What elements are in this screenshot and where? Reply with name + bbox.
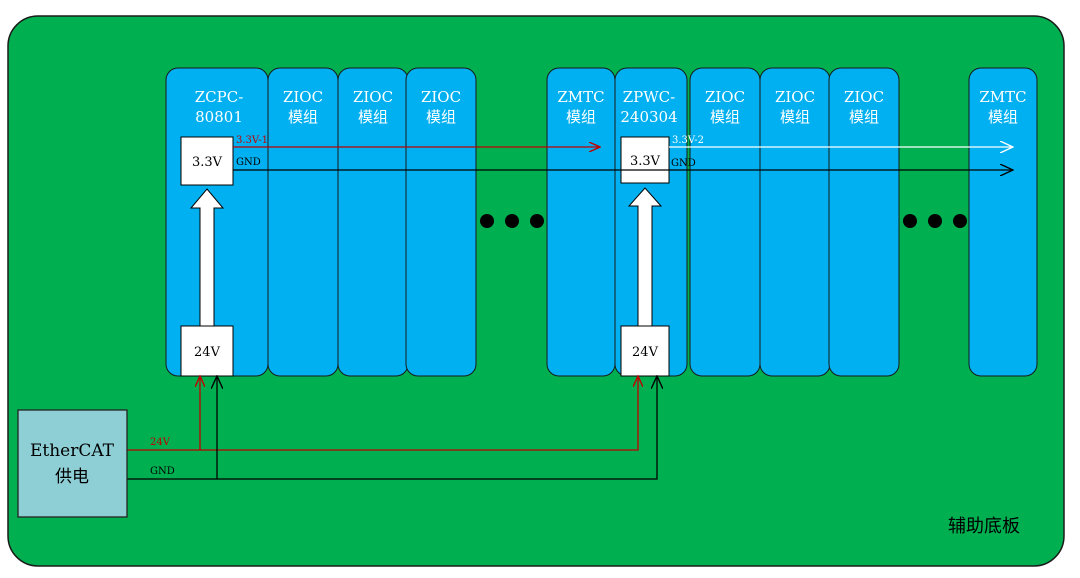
module-3-label-line-1: ZIOC <box>353 88 393 106</box>
module-1-label-line-1: ZCPC- <box>195 88 244 106</box>
supply-gnd-label: GND <box>150 466 175 477</box>
module-3-label-line-2: 模组 <box>358 108 388 126</box>
ellipsis-dots-right <box>903 214 967 228</box>
module-group: ZCPC- 80801 ZIOC 模组 ZIOC 模组 ZIOC 模组 ZMTC 模组 ZPWC- 2… <box>165 67 1038 377</box>
module-4-label-line-1: ZIOC <box>421 88 461 106</box>
supply-label-line-1: EtherCAT <box>30 441 115 461</box>
module-5-label-line-2: 模组 <box>566 108 596 126</box>
converter-1-input-label: 24V <box>194 345 221 360</box>
converter-1-up-arrow <box>189 188 225 327</box>
module-8-label-line-2: 模组 <box>780 108 810 126</box>
module-4 <box>405 67 477 377</box>
ellipsis-dots-left <box>480 214 544 228</box>
module-5-label-line-1: ZMTC <box>557 88 604 106</box>
converter-2-input-box <box>620 325 670 377</box>
supply-24v-wire-2 <box>200 376 638 451</box>
module-1-label-line-2: 80801 <box>195 108 243 126</box>
module-9 <box>828 67 900 377</box>
baseboard-label: 辅助底板 <box>948 516 1020 537</box>
converter-2-input-label: 24V <box>632 345 659 360</box>
module-8-label-line-1: ZIOC <box>775 88 815 106</box>
converter-2-up-arrow <box>627 187 663 327</box>
module-6-label-line-2: 240304 <box>620 108 677 126</box>
module-10-label-line-1: ZMTC <box>979 88 1026 106</box>
module-7-label-line-1: ZIOC <box>705 88 745 106</box>
converter-1-output-label: 3.3V <box>192 155 223 170</box>
module-9-label-line-2: 模组 <box>849 108 879 126</box>
ethercat-supply-box <box>17 409 128 518</box>
converter-1-output-box <box>180 136 234 186</box>
converter-2-output-label: 3.3V <box>630 154 661 169</box>
supply-24v-label: 24V <box>150 437 171 448</box>
converter-1: 3.3V 24V <box>180 136 234 377</box>
module-2-label-line-2: 模组 <box>288 108 318 126</box>
converter-2: 3.3V 24V <box>620 136 670 377</box>
module-6-label-line-1: ZPWC- <box>623 88 675 106</box>
supply-gnd-wire-2 <box>217 376 657 480</box>
module-2-label-line-1: ZIOC <box>283 88 323 106</box>
rail-2-label: 3.3V-2 <box>672 135 704 146</box>
module-7-label-line-2: 模组 <box>710 108 740 126</box>
supply-label-line-2: 供电 <box>55 467 89 487</box>
module-10-label-line-2: 模组 <box>988 108 1018 126</box>
rail-1-label: 3.3V-1 <box>236 135 268 146</box>
module-9-label-line-1: ZIOC <box>844 88 884 106</box>
gnd-top-2-label: GND <box>671 158 696 169</box>
converter-2-output-box <box>620 136 670 184</box>
module-4-label-line-2: 模组 <box>426 108 456 126</box>
converter-1-input-box <box>180 325 234 377</box>
gnd-top-1-label: GND <box>236 157 261 168</box>
module-10 <box>968 67 1038 377</box>
